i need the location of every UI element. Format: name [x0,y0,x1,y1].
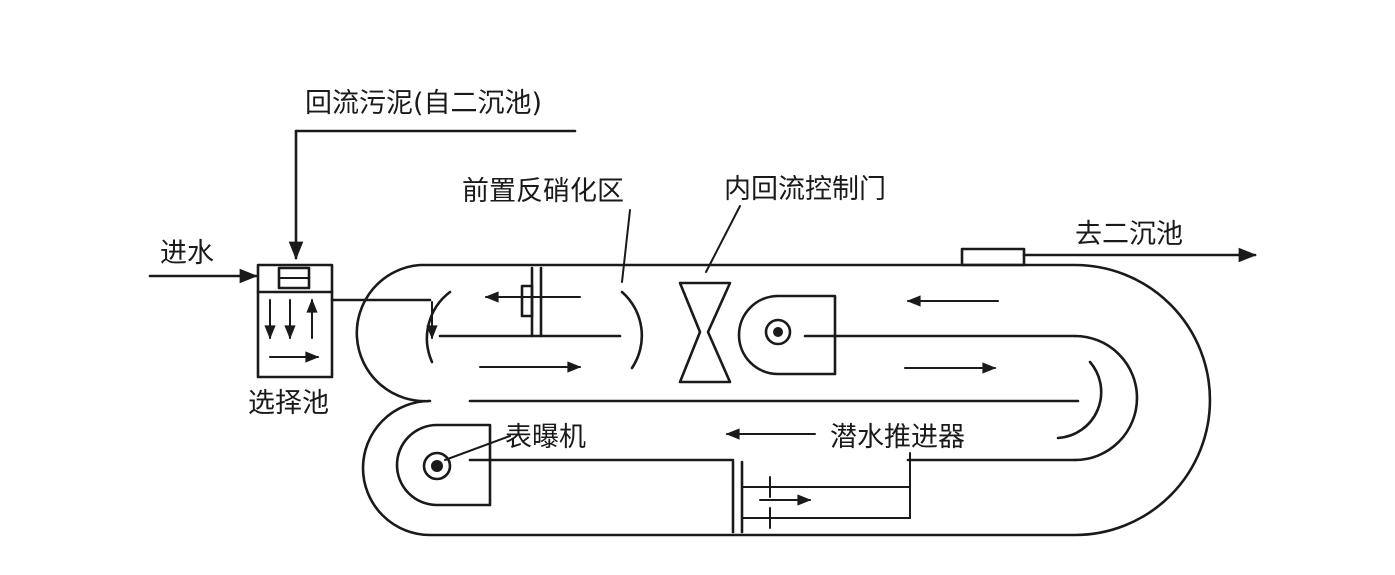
internal-recycle-gate [678,205,741,384]
inlet-label: 进水 [160,238,214,269]
outlet-box [960,247,1026,267]
internal-recycle-gate-label: 内回流控制门 [724,174,886,205]
return-sludge-label: 回流污泥(自二沉池) [305,88,542,119]
selector-tank-label: 选择池 [248,388,329,419]
channel-divider-walls [438,334,1139,462]
right-curve-baffle [1056,360,1103,440]
surface-aerator-label: 表曝机 [505,422,586,453]
surface-aerator-bottom [395,423,511,507]
submersible-propeller [731,452,911,534]
selector-tank [256,263,432,379]
oxidation-ditch-outer-wall [355,263,1212,537]
pre-denitrification-zone [425,209,644,373]
surface-aerator-top [737,294,837,376]
to-secondary-clarifier-label: 去二沉池 [1075,219,1183,250]
submersible-propeller-label: 潜水推进器 [830,422,965,453]
return-sludge-line [288,129,577,260]
pre-denitrification-zone-label: 前置反硝化区 [462,176,624,207]
